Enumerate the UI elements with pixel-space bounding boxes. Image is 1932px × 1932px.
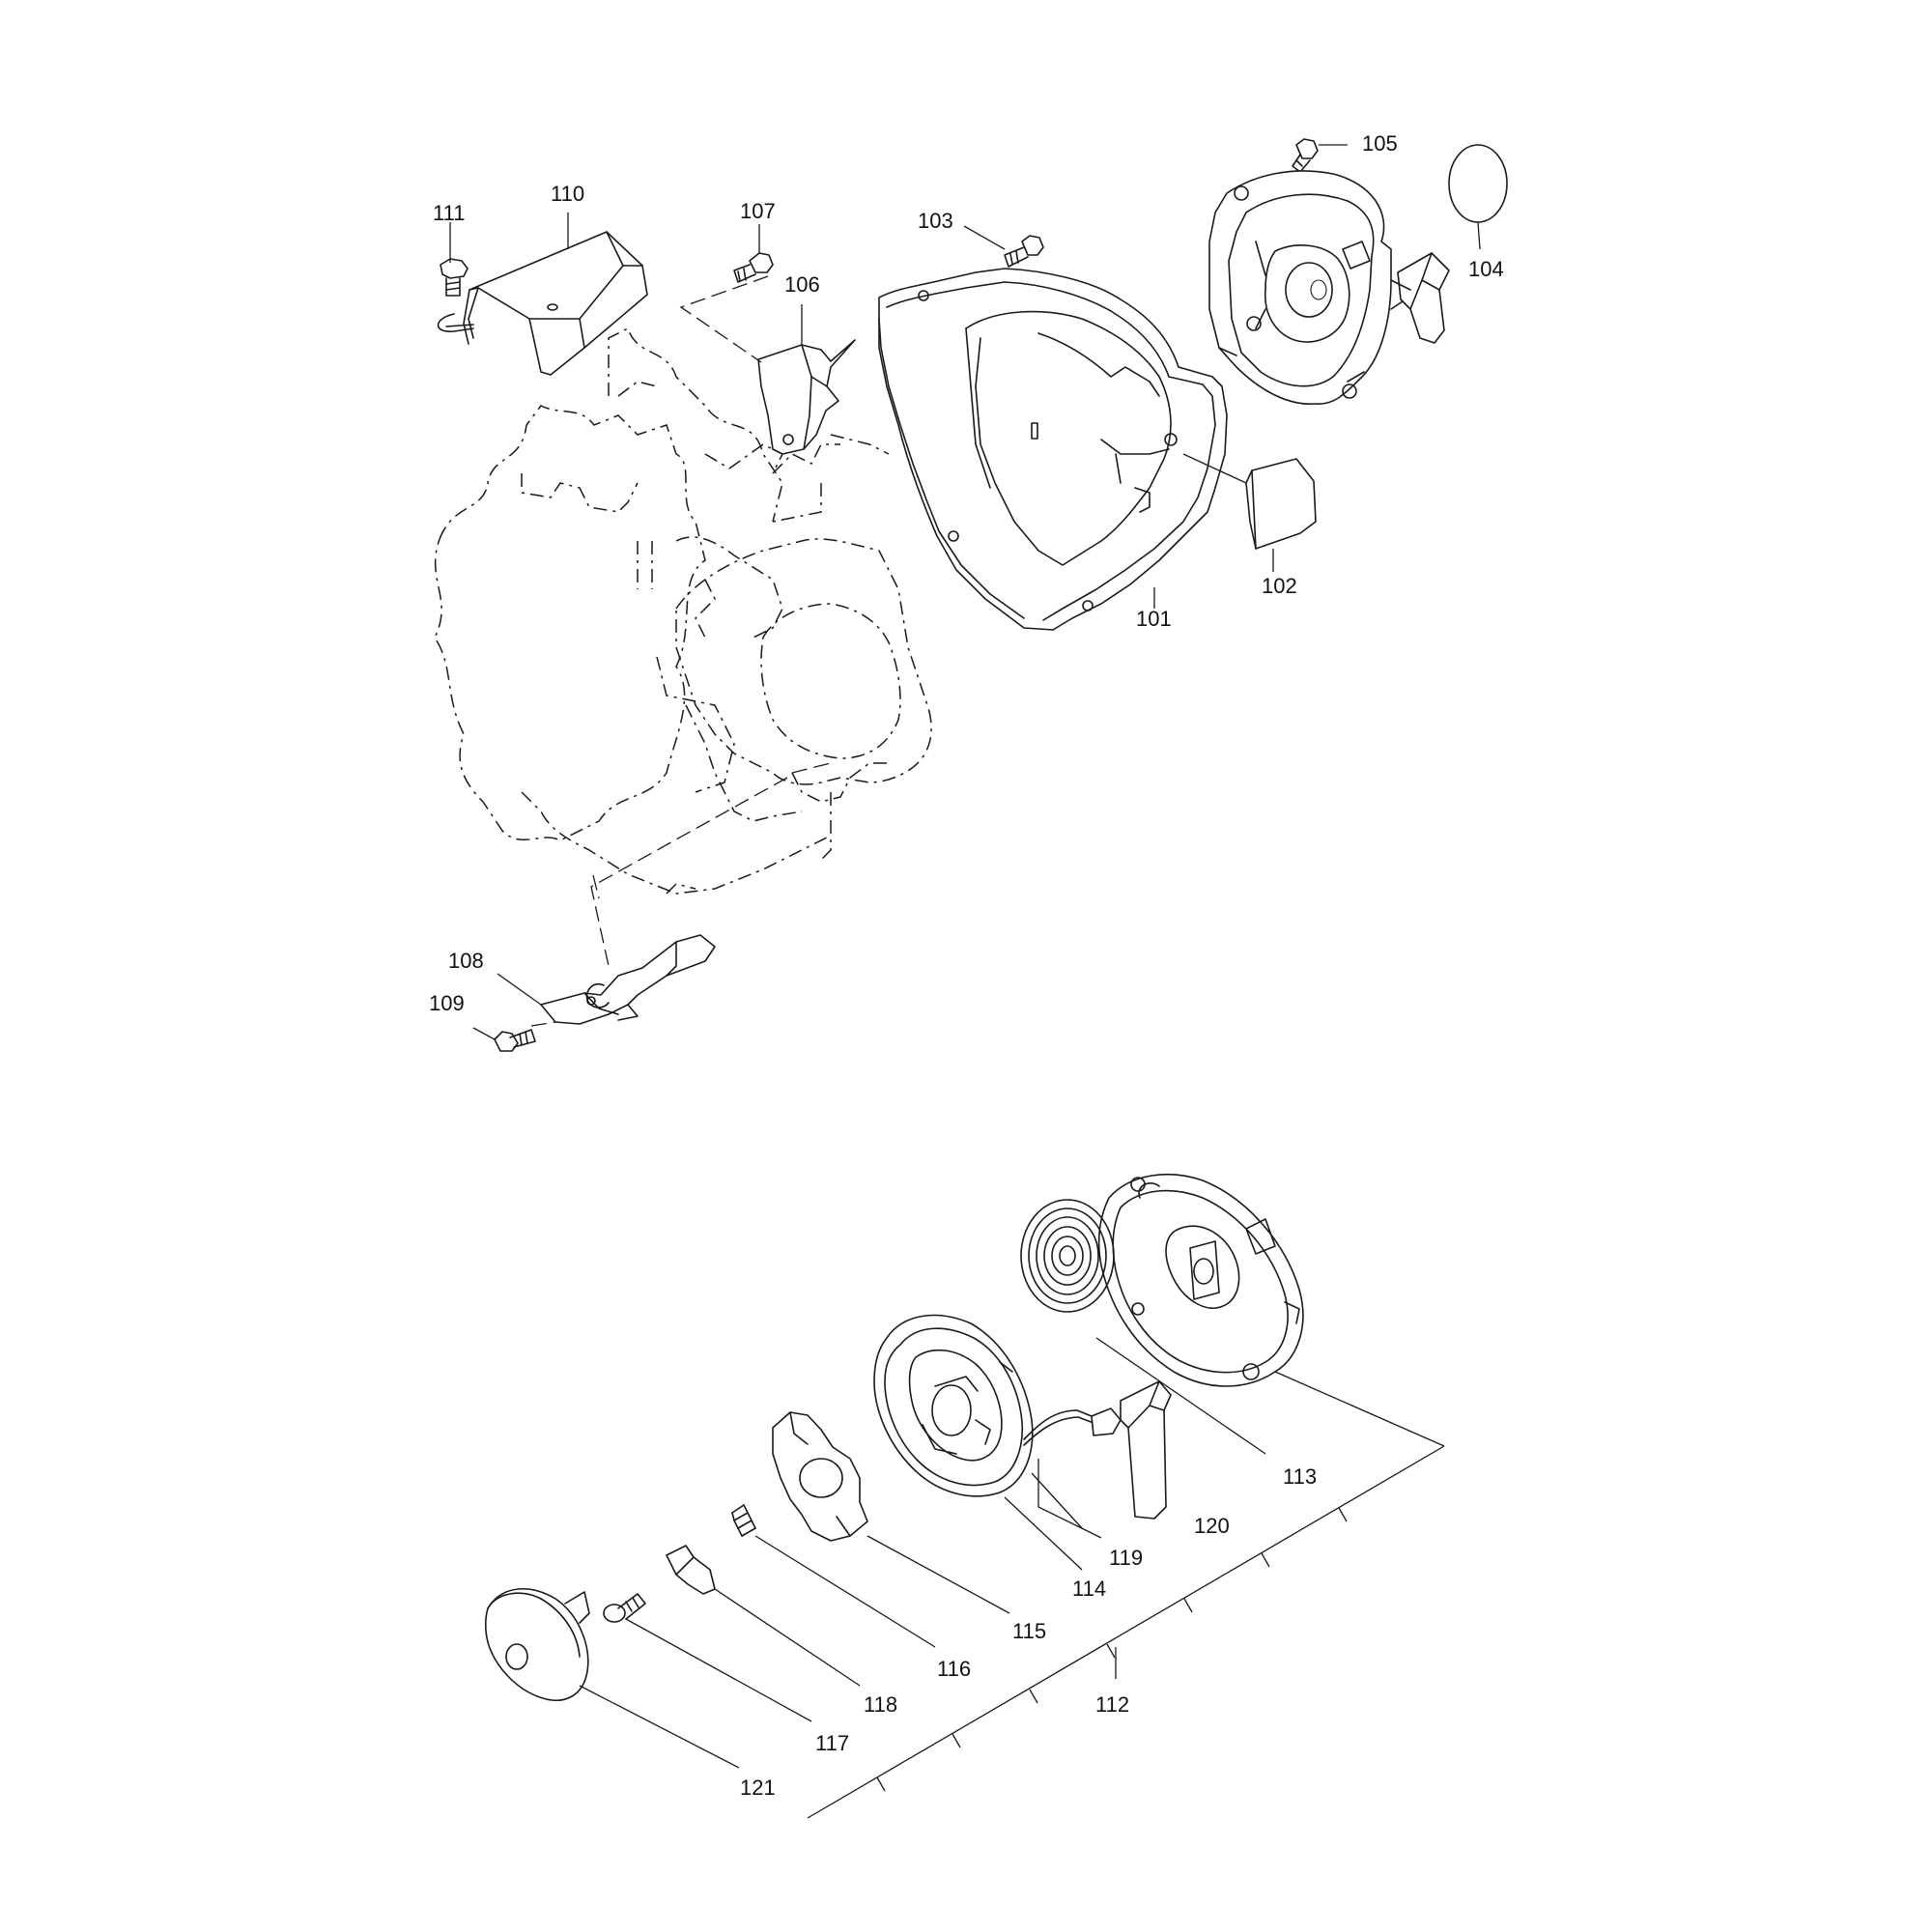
- callout-116: 116: [937, 1657, 971, 1681]
- callout-107: 107: [740, 199, 776, 223]
- part-113-starter-case: [1097, 1173, 1304, 1387]
- callout-106: 106: [784, 272, 820, 297]
- part-102-plate: [1245, 458, 1317, 550]
- part-119-rope: [1023, 1409, 1102, 1446]
- callout-112: 112: [1095, 1692, 1129, 1717]
- upper-leader-lines: [449, 144, 1481, 1040]
- part-118-pawl: [666, 1545, 716, 1595]
- part-109-bolt: [494, 1029, 536, 1052]
- recoil-starter-assembly-top: [1208, 170, 1450, 405]
- guide-108: [590, 777, 788, 967]
- callout-113: 113: [1283, 1464, 1317, 1489]
- callout-121: 121: [740, 1776, 776, 1800]
- part-104-disc: [1448, 144, 1508, 223]
- part-116-spring: [731, 1504, 756, 1537]
- part-114-reel: [873, 1314, 1034, 1497]
- cylinder-cover-outline: [675, 538, 932, 822]
- callout-109: 109: [429, 991, 465, 1015]
- part-105-bolt: [1292, 138, 1319, 173]
- callout-102: 102: [1262, 574, 1297, 598]
- part-120-spring: [1020, 1199, 1115, 1313]
- callout-103: 103: [918, 209, 953, 233]
- guide-109: [530, 1021, 556, 1027]
- part-115-ratchet: [772, 1411, 868, 1542]
- callout-114: 114: [1072, 1577, 1106, 1601]
- part-108-bracket: [540, 934, 716, 1025]
- callout-105: 105: [1362, 131, 1398, 156]
- part-106-bracket: [757, 339, 856, 455]
- part-107-bolt: [733, 252, 774, 283]
- callout-101: 101: [1136, 607, 1172, 631]
- callout-111: 111: [433, 201, 465, 225]
- guide-106: [679, 275, 769, 363]
- lower-leader-lines: [579, 1337, 1445, 1819]
- callout-119: 119: [1109, 1546, 1143, 1570]
- callout-labels: 111 110 107 106 103 105 104 102 101 108 …: [429, 131, 1504, 1800]
- callout-110: 110: [551, 182, 584, 206]
- engine-base-outline: [521, 762, 832, 899]
- part-121-pulley-cup: [484, 1588, 590, 1701]
- callout-117: 117: [815, 1731, 849, 1755]
- callout-120: 120: [1194, 1514, 1230, 1538]
- callout-104: 104: [1468, 257, 1504, 281]
- part-handle: [1091, 1380, 1172, 1520]
- part-110-cover: [437, 231, 648, 376]
- part-103-bolt: [1004, 235, 1044, 268]
- part-101-fan-housing: [878, 268, 1228, 631]
- part-111-bolt: [440, 258, 469, 297]
- callout-118: 118: [864, 1692, 897, 1717]
- part-117-screw: [603, 1593, 646, 1623]
- callout-108: 108: [448, 949, 484, 973]
- callout-115: 115: [1012, 1619, 1046, 1643]
